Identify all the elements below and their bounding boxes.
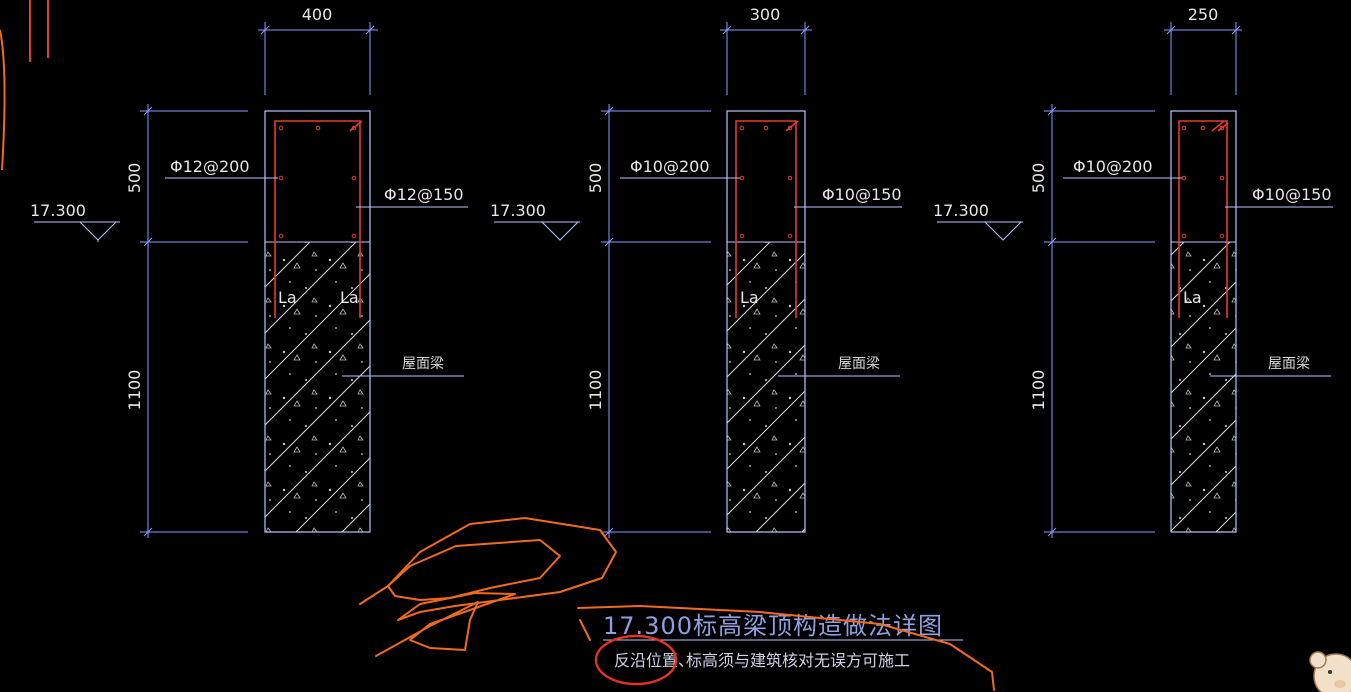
lower-height-label: 1100 — [586, 370, 605, 411]
lower-height-label: 1100 — [125, 370, 144, 411]
elevation-symbol — [937, 221, 1023, 241]
anchorage-label: La — [1183, 288, 1202, 307]
upper-height-label: 500 — [1029, 163, 1048, 194]
left-rebar-label: Φ12@200 — [170, 157, 250, 176]
section-outline — [264, 110, 371, 533]
section-outline — [1170, 110, 1237, 533]
left-rebar-label: Φ10@200 — [630, 157, 710, 176]
left-rebar-label: Φ10@200 — [1073, 157, 1153, 176]
elevation-label: 17.300 — [490, 201, 546, 220]
width-dimension — [258, 22, 378, 95]
section-outline — [726, 110, 806, 533]
width-dimension — [720, 22, 812, 95]
height-dimension — [1044, 104, 1155, 538]
drawing-title-block: 17.300标高梁顶构造做法详图 反沿位置、 标高须与建筑核对无误方可施工 — [603, 612, 963, 670]
height-dimension — [601, 104, 711, 538]
rebar-dots — [1181, 125, 1225, 239]
anchorage-label: La — [740, 288, 759, 307]
right-rebar-label: Φ12@150 — [384, 185, 464, 204]
width-label: 250 — [1188, 5, 1219, 24]
upper-height-label: 500 — [125, 163, 144, 194]
mascot-icon — [1309, 651, 1351, 692]
height-dimension — [140, 104, 248, 538]
upper-height-label: 500 — [586, 163, 605, 194]
section-250: 250 500 1100 17.300 — [933, 5, 1333, 538]
roof-beam-section — [1171, 242, 1236, 532]
roof-beam-section — [265, 242, 370, 532]
roof-beam-label: 屋面梁 — [1268, 356, 1310, 372]
right-rebar-label: Φ10@150 — [822, 185, 902, 204]
drawing-title: 17.300标高梁顶构造做法详图 — [603, 612, 943, 640]
width-label: 400 — [302, 5, 333, 24]
elevation-symbol — [494, 221, 580, 241]
construction-note-part1: 反沿位置、 — [614, 651, 694, 670]
construction-note-part2: 标高须与建筑核对无误方可施工 — [686, 651, 910, 670]
anchorage-label-right: La — [340, 288, 359, 307]
section-400: 400 500 1100 17.300 — [30, 5, 468, 538]
markup-scribble — [359, 517, 995, 691]
roof-beam-label: 屋面梁 — [402, 356, 444, 372]
elevation-label: 17.300 — [30, 201, 86, 220]
width-dimension — [1164, 22, 1242, 95]
highlight-circle — [594, 634, 678, 686]
roof-beam-section — [727, 242, 805, 532]
elevation-label: 17.300 — [933, 201, 989, 220]
width-label: 300 — [750, 5, 781, 24]
elevation-symbol — [34, 221, 120, 242]
right-rebar-label: Φ10@150 — [1252, 185, 1332, 204]
rebar-cage — [274, 120, 363, 318]
rebar-dots — [278, 125, 357, 239]
corner-fragment — [0, 0, 49, 171]
rebar-cage — [735, 120, 799, 318]
anchorage-label-left: La — [278, 288, 297, 307]
lower-height-label: 1100 — [1029, 370, 1048, 411]
section-300: 300 500 1100 17.300 — [490, 5, 902, 538]
rebar-dots — [739, 125, 793, 239]
roof-beam-label: 屋面梁 — [838, 356, 880, 372]
